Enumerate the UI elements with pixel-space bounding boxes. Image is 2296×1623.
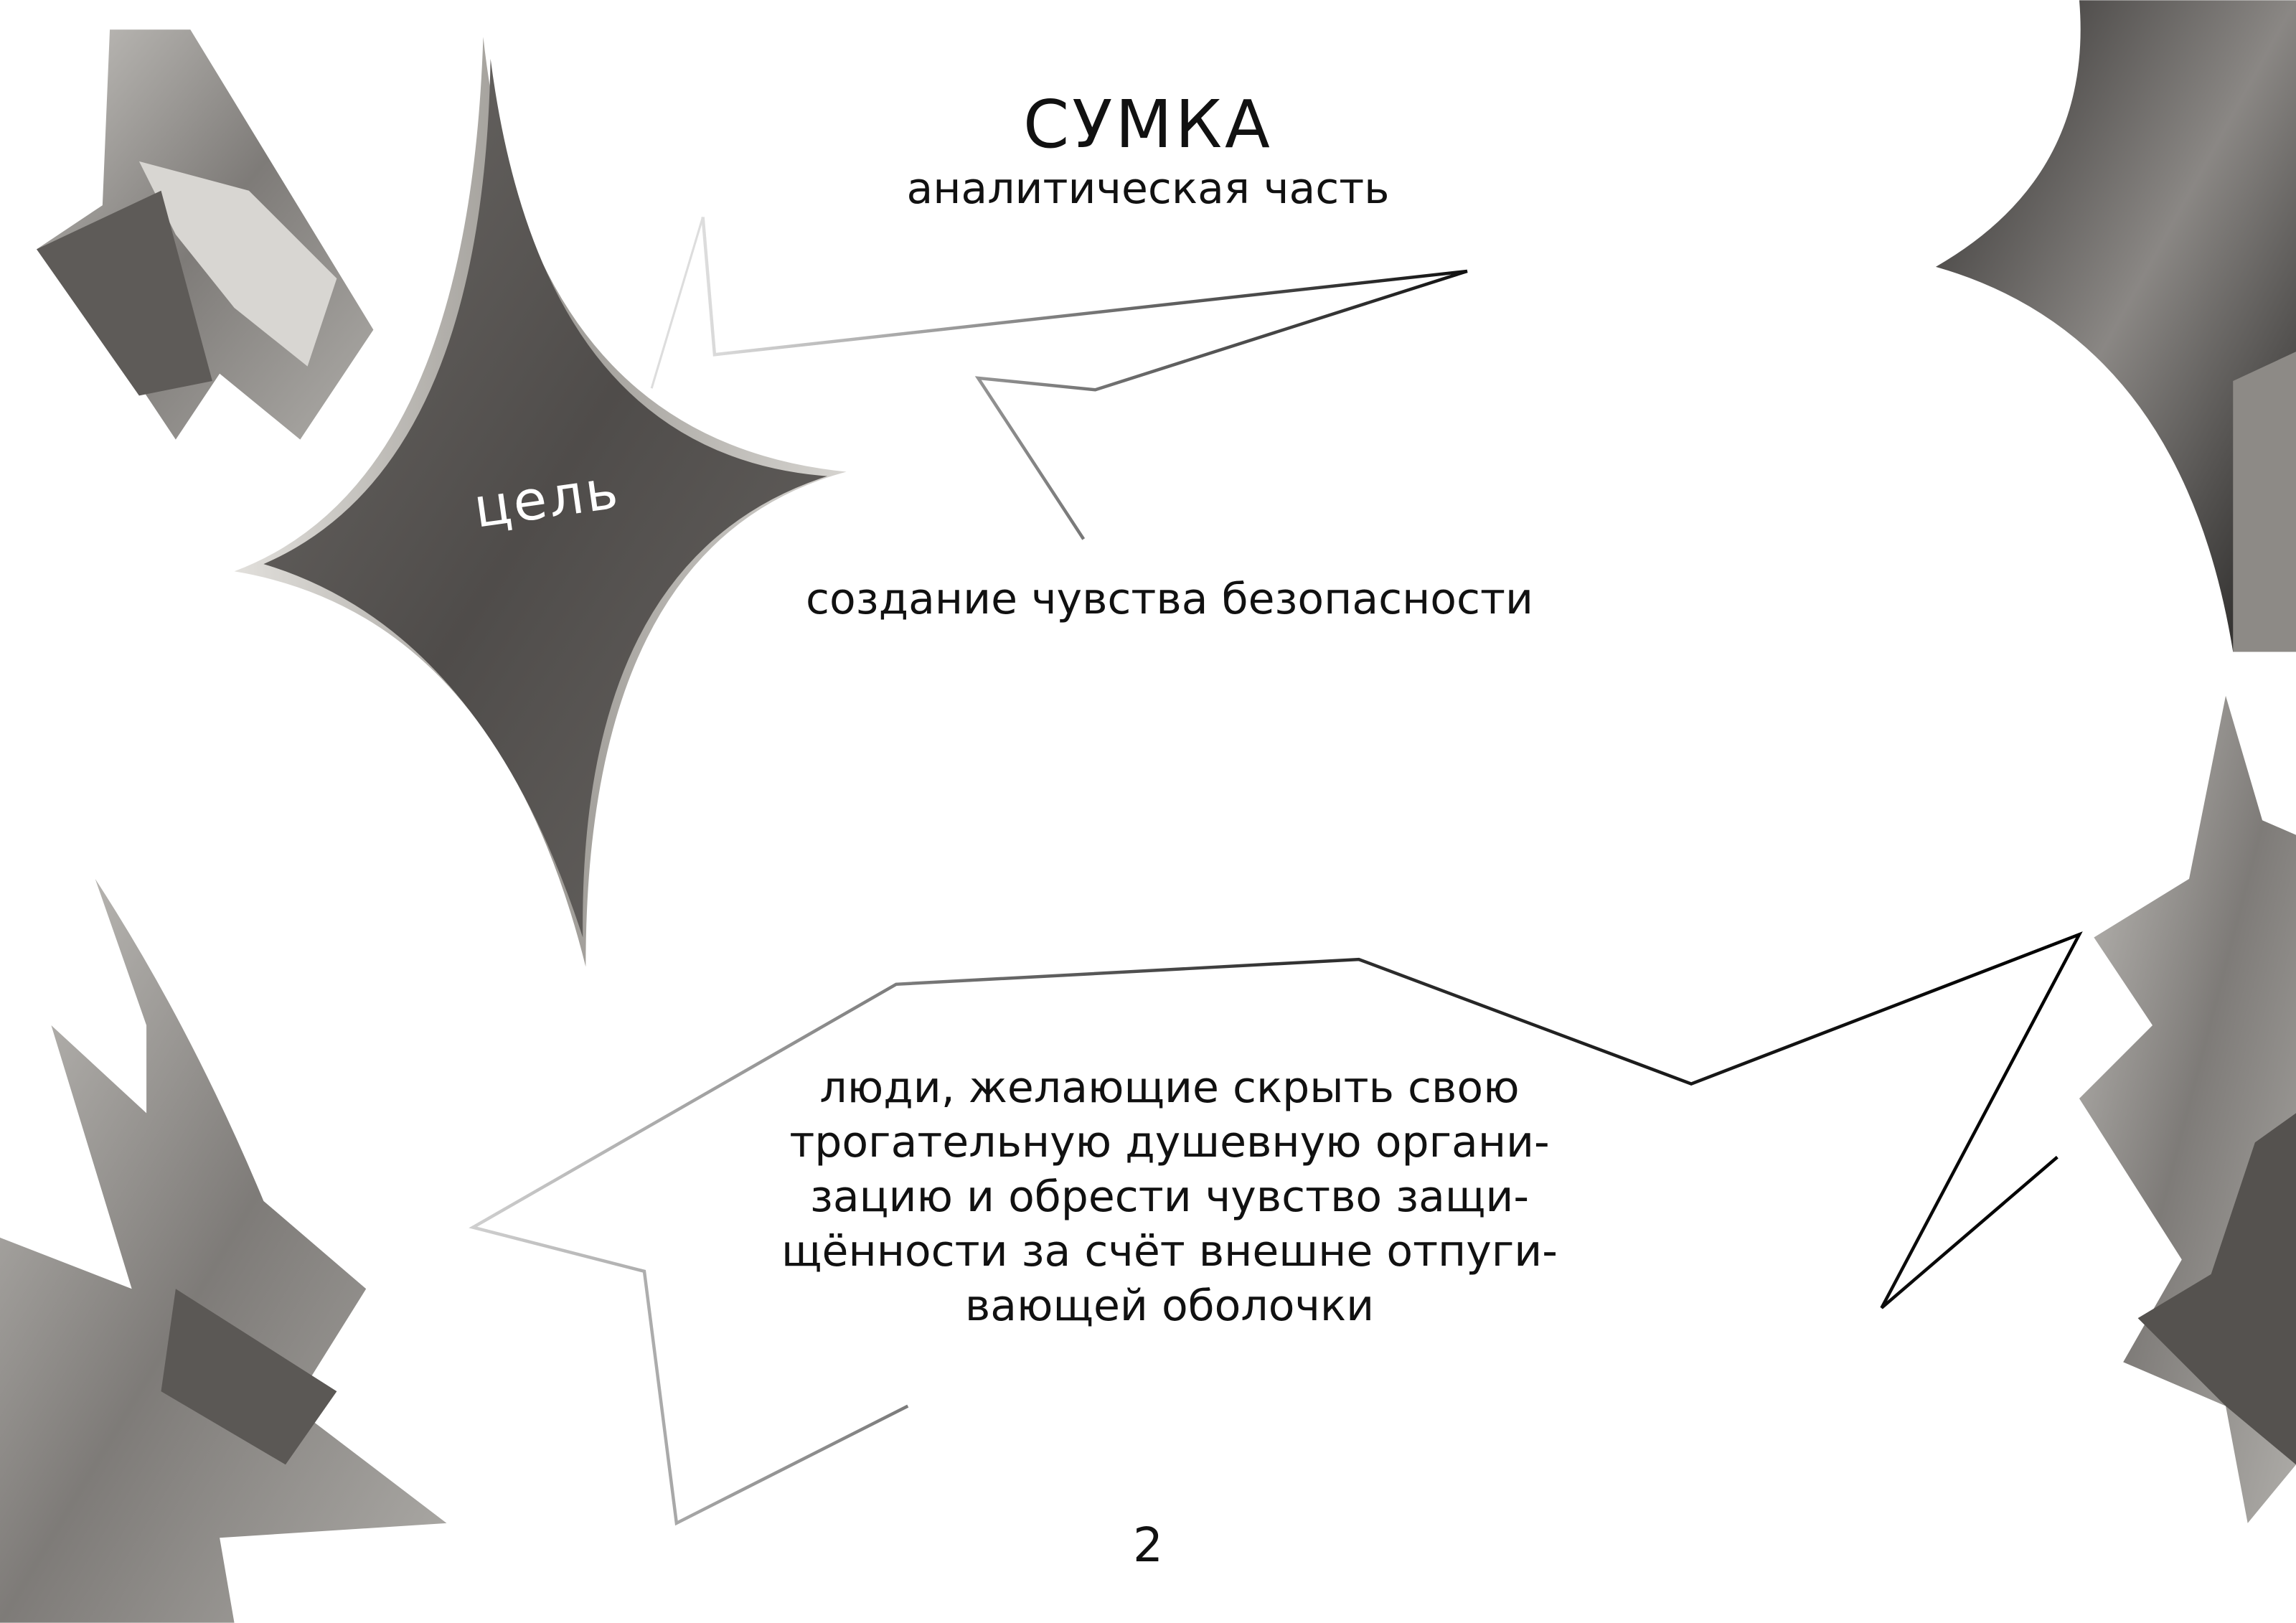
page-title: СУМКА — [1023, 86, 1273, 163]
page-number: 2 — [1133, 1518, 1163, 1573]
audience-line: зацию и обрести чувство защи- — [809, 1172, 1530, 1222]
bottom-callout-line — [469, 931, 2083, 1526]
callout-lines — [469, 216, 2083, 1526]
audience-line: трогательную душевную органи- — [789, 1117, 1550, 1167]
audience-line: люди, желающие скрыть свою — [819, 1063, 1520, 1113]
page-subtitle: аналитическая часть — [906, 164, 1390, 214]
metal-spiky-shape-top-left — [37, 29, 374, 440]
top-callout-line — [701, 217, 1468, 540]
metal-star-goal — [234, 37, 847, 967]
audience-text: люди, желающие скрыть свою трогательную … — [689, 1060, 1650, 1333]
audience-line: вающей оболочки — [964, 1281, 1375, 1331]
goal-text: создание чувства безопасности — [806, 574, 1533, 624]
metal-spiky-shape-right — [2079, 695, 2296, 1523]
metal-shape-top-right — [1935, 0, 2296, 652]
audience-line: щённости за счёт внешне отпуги- — [781, 1226, 1558, 1276]
metal-shape-bottom-left — [0, 878, 447, 1623]
top-callout-fade-line — [650, 216, 705, 389]
